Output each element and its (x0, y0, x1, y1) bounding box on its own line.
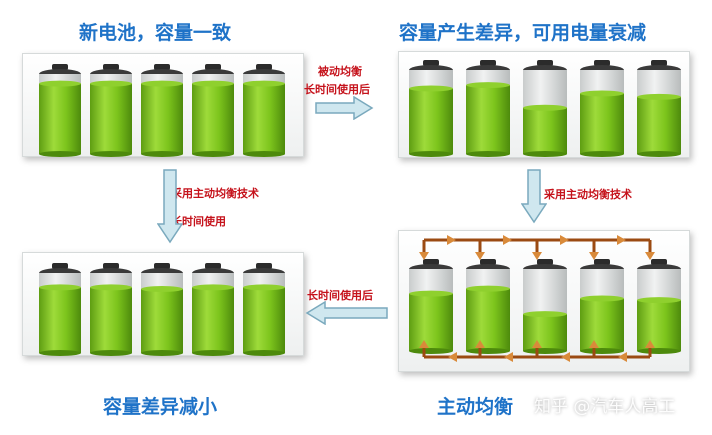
flow-head-bottom (532, 340, 542, 348)
battery-cell (243, 263, 285, 356)
battery-cell (409, 259, 453, 354)
label-long-use-left: 长时间使用 (171, 215, 226, 228)
label-after-long-use-bottom: 长时间使用后 (307, 289, 373, 302)
flow-head-bottom (419, 340, 429, 348)
battery-cell (523, 259, 567, 354)
battery-cell (141, 263, 183, 356)
flow-head-bottom (645, 340, 655, 348)
flow-chevron-bottom (561, 352, 570, 362)
label-active-tech-left: 采用主动均衡技术 (171, 187, 259, 200)
battery-cell (466, 259, 510, 354)
battery-cell (580, 259, 624, 354)
flow-chevron-top (560, 235, 569, 245)
flow-head-bottom (589, 340, 599, 348)
panel-capacity-diff (398, 51, 690, 158)
flow-chevron-top (617, 235, 626, 245)
label-passive-balance: 被动均衡 (318, 65, 362, 78)
battery-cell (409, 60, 453, 157)
flow-chevron-bottom (618, 352, 627, 362)
battery-cell (243, 64, 285, 157)
battery-cell (90, 263, 132, 356)
battery-cell (39, 64, 81, 157)
flow-head-top (532, 252, 542, 260)
panel-new-battery (22, 53, 304, 157)
panel-active-balance (398, 230, 690, 372)
flow-chevron-bottom (448, 352, 457, 362)
title-new-battery: 新电池，容量一致 (79, 22, 232, 44)
panel-diff-reduced (22, 252, 304, 356)
watermark-text: 知乎 @汽车人高工 (534, 397, 676, 417)
title-active-balance: 主动均衡 (437, 396, 514, 418)
battery-cell (637, 60, 681, 157)
battery-cell (523, 60, 567, 157)
flow-head-top (475, 252, 485, 260)
battery-cell (90, 64, 132, 157)
flow-head-top (589, 252, 599, 260)
battery-cell (141, 64, 183, 157)
title-diff-reduced: 容量差异减小 (103, 396, 218, 418)
battery-cell (466, 60, 510, 157)
battery-cell (580, 60, 624, 157)
label-after-long-use-top: 长时间使用后 (304, 83, 370, 96)
battery-cell (192, 64, 234, 157)
arrow-down-right (521, 169, 547, 224)
flow-head-top (419, 252, 429, 260)
battery-cell (39, 263, 81, 356)
flow-head-top (645, 252, 655, 260)
arrow-right-top (315, 96, 374, 120)
arrow-left-bottom (305, 301, 388, 325)
flow-head-bottom (475, 340, 485, 348)
label-active-tech-right: 采用主动均衡技术 (544, 188, 632, 201)
flow-chevron-bottom (504, 352, 513, 362)
battery-cell (637, 259, 681, 354)
battery-cell (192, 263, 234, 356)
flow-chevron-top (503, 235, 512, 245)
title-capacity-diff: 容量产生差异，可用电量衰减 (399, 22, 647, 44)
flow-chevron-top (447, 235, 456, 245)
arrow-down-left (157, 169, 183, 244)
